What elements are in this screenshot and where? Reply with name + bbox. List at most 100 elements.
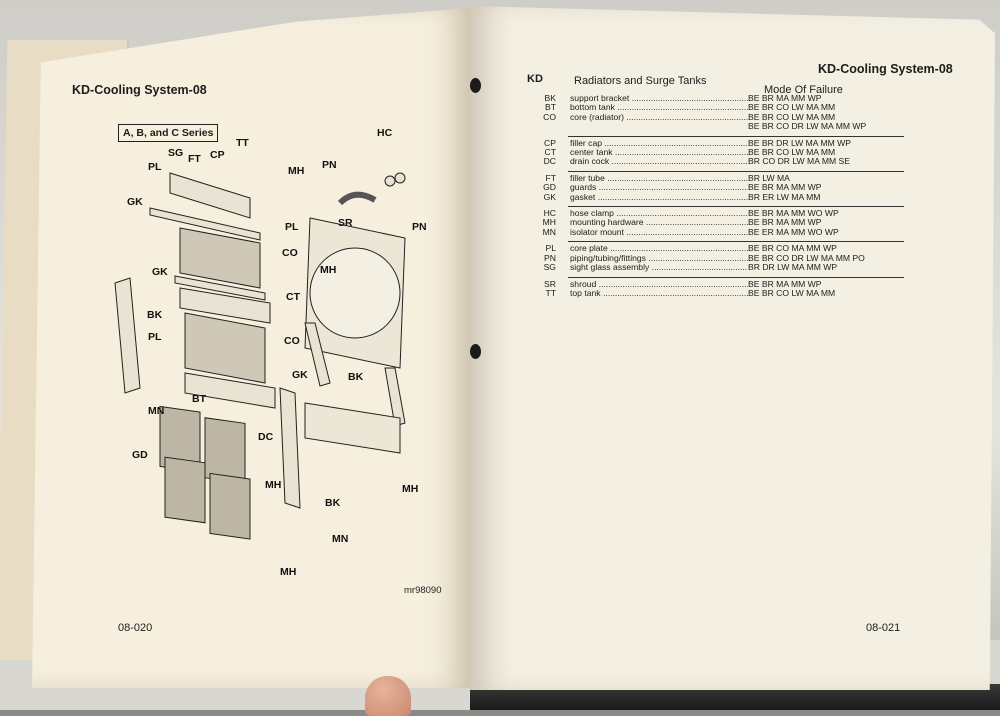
component-description: core (radiator) [570, 113, 748, 122]
component-code: CO [543, 111, 556, 122]
component-description: center tank [570, 148, 748, 157]
component-code: FT [545, 172, 557, 183]
component-code: PN [544, 252, 556, 263]
bracket-strap [304, 322, 331, 387]
label: CT [286, 291, 301, 303]
core-plate-top [149, 207, 261, 241]
upright-bracket [279, 387, 301, 509]
label: MH [288, 165, 304, 177]
component-code: SG [543, 262, 556, 273]
failure-modes: BE BR CO DR LW MA MM PO [748, 252, 865, 263]
figure-id: mr98090 [404, 585, 442, 596]
label: TT [236, 137, 249, 149]
label: MH [402, 483, 418, 495]
component-description: guards [570, 183, 748, 192]
guard-3 [164, 456, 206, 524]
right-page-number: 08-021 [866, 622, 901, 634]
support-tray [304, 402, 401, 454]
table-row: CT center tankBE BR CO LW MA MM [508, 147, 908, 158]
label: SG [168, 147, 183, 159]
side-bracket [114, 277, 141, 394]
component-code: HC [543, 208, 556, 219]
component-code: BT [545, 102, 556, 113]
component-description: core plate [570, 244, 748, 253]
failure-modes: BE BR CO LW MA MM [748, 102, 836, 113]
label: MH [265, 479, 281, 491]
label: PL [285, 221, 299, 233]
failure-modes: BR DR LW MA MM WP [748, 262, 838, 273]
component-code: SR [544, 278, 556, 289]
group-divider [568, 133, 904, 137]
label: MN [332, 533, 348, 545]
label: PN [322, 159, 337, 171]
component-description: drain cock [570, 157, 748, 166]
component-description: hose clamp [570, 209, 748, 218]
hose-clamp-a [384, 175, 396, 187]
failure-modes: BR ER LW MA MM [748, 191, 821, 202]
failure-modes: BE BR MA MM WP [748, 217, 822, 228]
guard-4 [209, 472, 251, 540]
failure-modes: BR CO DR LW MA MM SE [748, 156, 851, 167]
gasket [174, 275, 266, 301]
component-description: filler tube [570, 174, 748, 183]
component-code: GK [543, 191, 556, 202]
table-row: SG sight glass assemblyBR DR LW MA MM WP [508, 262, 908, 273]
component-code: TT [545, 287, 557, 298]
group-divider [568, 238, 904, 243]
component-description: top tank [570, 289, 748, 298]
label: GD [132, 449, 148, 461]
component-code: PL [545, 243, 556, 254]
group-divider [568, 274, 904, 278]
left-page-number: 08-020 [118, 622, 153, 634]
label: CO [282, 247, 298, 259]
label: FT [188, 153, 201, 165]
label: DC [258, 431, 274, 443]
upper-core [179, 227, 261, 289]
label: GK [152, 266, 168, 278]
label: BK [348, 371, 364, 383]
component-description: support bracket [570, 94, 748, 103]
label: MN [148, 405, 164, 417]
label: CP [210, 149, 225, 161]
binder-hole-top [470, 78, 481, 93]
component-code: DC [543, 156, 556, 167]
label: CO [284, 335, 300, 347]
table-row: BE BR CO DR LW MA MM WP [508, 121, 908, 132]
table-row: SRshroudBE BR MA MM WP [508, 278, 908, 289]
bottom-tank [184, 372, 276, 409]
failure-modes: BE BR MA MM WP [748, 182, 822, 193]
component-code: CT [544, 147, 556, 158]
failure-modes: BE BR CO LW MA MM [748, 287, 836, 298]
label: GK [127, 196, 143, 208]
label: SR [338, 217, 353, 229]
group-divider [568, 168, 904, 172]
failure-modes: BE BR CO DR LW MA MM WP [748, 121, 867, 132]
mode-column-head: Mode Of Failure [764, 84, 843, 96]
failure-modes: BR LW MA [748, 172, 790, 183]
component-description: sight glass assembly [570, 263, 748, 272]
series-box: A, B, and C Series [118, 124, 219, 142]
code-column-head: KD [527, 73, 543, 85]
shroud-opening [309, 247, 401, 339]
table-row: GKgasketBR ER LW MA MM [508, 191, 908, 202]
radiator-exploded-diagram: PL SG FT CP TT MH GK PL CO GK CT BK PL C… [114, 127, 427, 578]
label: GK [292, 369, 308, 381]
label: BK [325, 497, 341, 509]
label: MH [280, 566, 296, 578]
table-row: GDguardsBE BR MA MM WP [508, 182, 908, 193]
label: BK [147, 309, 163, 321]
failure-modes: BE BR CO LW MA MM [748, 147, 836, 158]
top-tank [169, 172, 251, 219]
failure-modes: BE BR MA MM WO WP [748, 208, 839, 219]
binder-hole-middle [470, 344, 481, 359]
component-description: piping/tubing/fittings [570, 254, 748, 263]
center-tank [179, 287, 271, 324]
pipe [337, 191, 377, 206]
